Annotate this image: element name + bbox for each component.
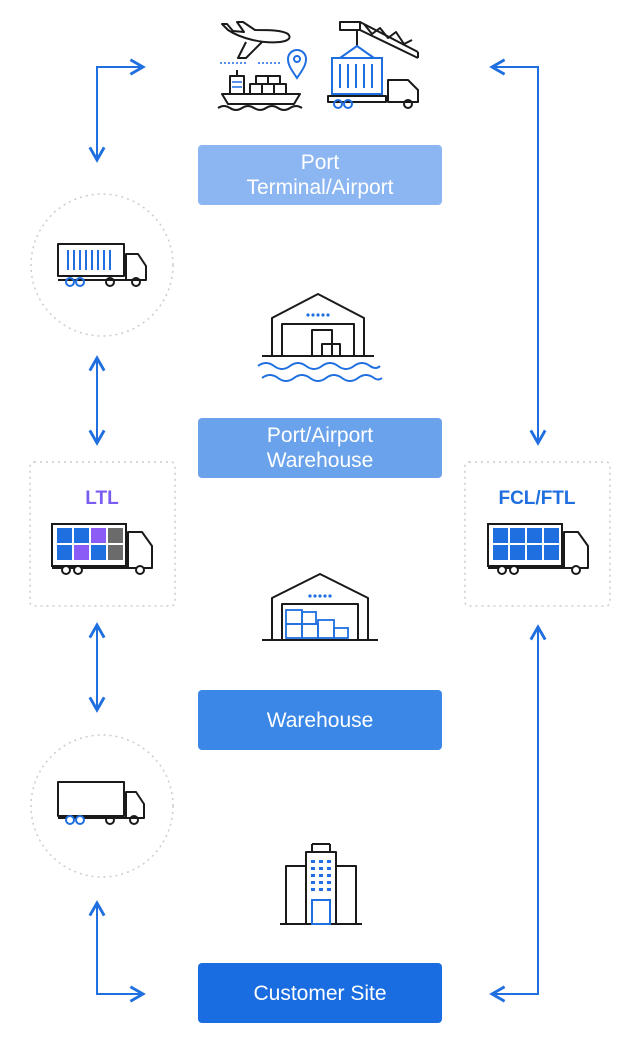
water-waves-icon [257,362,383,382]
node-warehouse: Warehouse [198,690,442,750]
arrow-top-left [88,58,146,163]
node-port-warehouse: Port/Airport Warehouse [198,418,442,478]
truck-container-stripes [65,250,111,287]
crane-icon [339,21,419,59]
crane-truck-icon [327,79,419,109]
ltl-label: LTL [85,488,119,509]
container-icon [331,44,383,95]
warehouse-dots-2 [308,594,332,598]
warehouse-icon [262,573,378,641]
connector-arrows [88,58,547,1003]
arrow-bottom-right-up [489,624,547,1003]
building-windows [311,860,331,891]
node-port-terminal: Port Terminal/Airport [198,145,442,205]
fcl-truck-icon [487,523,589,575]
node-port-warehouse-label: Port/Airport Warehouse [266,424,374,472]
warehouse-boxes [285,609,349,639]
ltl-box [29,461,176,607]
node-warehouse-label: Warehouse [266,708,374,732]
port-warehouse-icon [262,293,374,357]
building-door [311,899,331,925]
fcl-label: FCL/FTL [498,488,576,509]
container-truck-icon [57,243,147,287]
ship-stripes [232,81,242,88]
node-customer-site-label: Customer Site [253,981,387,1005]
node-customer-site: Customer Site [198,963,442,1023]
location-pin-icon [286,49,308,80]
fcl-box [464,461,611,607]
truck-circle-bottom [30,734,174,878]
box-truck-wheels [65,815,85,825]
ltl-truck-icon [51,523,153,575]
cargo-ship-icon [217,70,303,111]
truck-circle-top [30,193,174,337]
arrow-bottom-left [88,900,146,1003]
airplane-icon [221,21,291,59]
warehouse-dots [306,313,330,317]
arrow-top-right-down [489,58,547,446]
node-port-terminal-label: Port Terminal/Airport [246,151,394,199]
